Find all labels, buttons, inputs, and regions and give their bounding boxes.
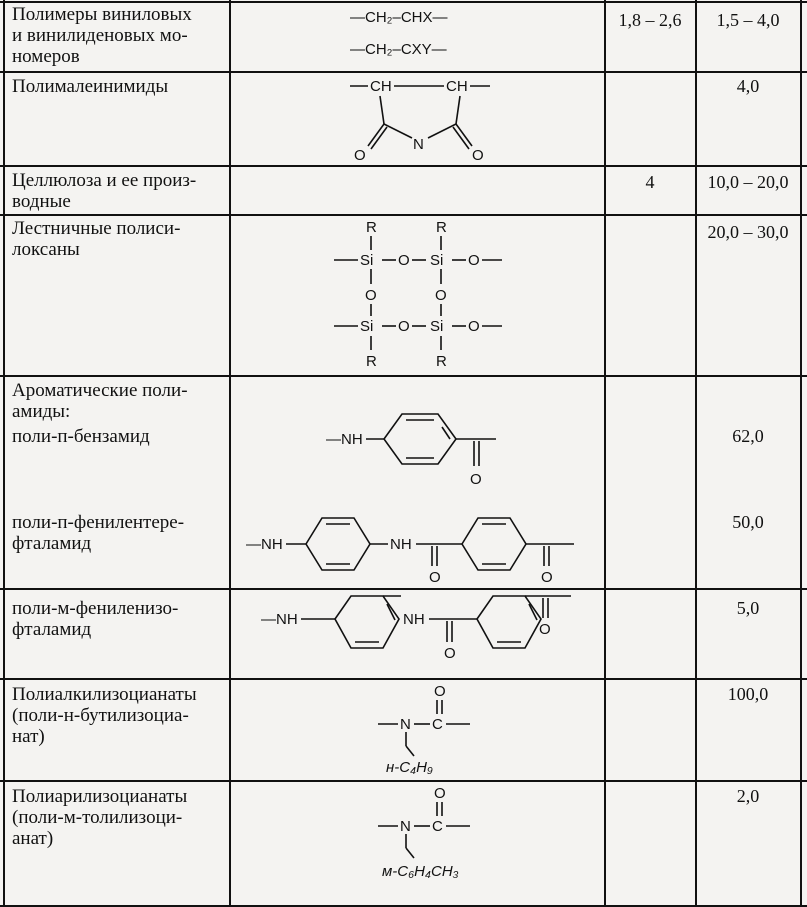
svg-text:—NH: —NH [326,431,363,448]
isophthalamide-structure: —NH NH O O [261,595,571,662]
table-row: Ароматические поли- амиды: [12,380,188,422]
column-divider-3 [695,0,697,907]
butyl-isocyanate-structure: O N C н-C₄H₉ [378,683,470,776]
svg-text:Si: Si [360,318,373,335]
svg-text:CH: CH [370,78,392,95]
table-row: Полиалкилизоцианаты (поли-н-бутилизоциа-… [12,684,197,747]
svg-text:—NH: —NH [261,611,298,628]
table-row: Лестничные полиси- локсаны [12,218,181,260]
svg-text:O: O [468,252,480,269]
value-range: 1,5 – 4,0 [716,10,780,30]
svg-text:O: O [354,147,366,164]
value-range: 1,8 – 2,6 [618,10,682,30]
value: 5,0 [736,598,760,618]
svg-text:O: O [398,252,410,269]
svg-text:C: C [432,818,443,835]
table-row: поли-м-фениленизо- фталамид [12,598,179,640]
svg-text:N: N [400,716,411,733]
svg-text:CH: CH [446,78,468,95]
row-divider [0,780,807,782]
svg-text:O: O [365,287,377,304]
value: 50,0 [732,512,764,532]
svg-text:н-C₄H₉: н-C₄H₉ [386,759,433,776]
svg-text:Si: Si [430,252,443,269]
svg-text:O: O [434,785,446,802]
table-row: Полимеры виниловых и винилиденовых мо- н… [12,4,192,67]
svg-text:—CH₂–CXY—: —CH₂–CXY— [350,41,447,58]
row-divider [0,678,807,680]
terephthalamide-structure: —NH NH O O [246,517,574,586]
svg-text:O: O [398,318,410,335]
svg-text:Si: Si [360,252,373,269]
siloxane-structure: R R Si O Si O O O Si O Si O R R [334,219,502,370]
value-range: 10,0 – 20,0 [707,172,789,192]
svg-text:—CH₂–CHX—: —CH₂–CHX— [350,9,448,26]
svg-text:R: R [436,219,447,236]
row-divider [0,905,807,907]
svg-text:N: N [400,818,411,835]
benzamide-structure: —NH O [326,413,496,488]
column-divider-2 [604,0,606,907]
value: 4 [645,172,655,192]
value: 2,0 [736,786,760,806]
svg-text:NH: NH [403,611,425,628]
tolyl-isocyanate-structure: O N C м-C₆H₄CH₃ [378,785,470,880]
table-row: Полималеинимиды [12,76,169,97]
value-range: 20,0 – 30,0 [707,222,789,242]
table-border-left [3,0,5,907]
row-divider [0,214,807,216]
maleimide-structure: CH CH N O O [350,78,490,164]
svg-text:O: O [472,147,484,164]
table-border-right [800,0,802,907]
column-divider-1 [229,0,231,907]
svg-text:O: O [539,621,551,638]
table-row: Полиарилизоцианаты (поли-м-толилизоци- а… [12,786,188,849]
row-divider [0,165,807,167]
table-row: поли-п-бензамид [12,426,150,447]
row-divider [0,1,807,3]
row-divider [0,71,807,73]
svg-text:O: O [444,645,456,662]
table-row: поли-п-фенилентере- фталамид [12,512,185,554]
svg-text:Si: Si [430,318,443,335]
value: 62,0 [732,426,764,446]
vinyl-structure: —CH₂–CHX— —CH₂–CXY— [350,9,448,58]
svg-text:R: R [436,353,447,370]
svg-text:м-C₆H₄CH₃: м-C₆H₄CH₃ [382,863,459,880]
svg-text:C: C [432,716,443,733]
svg-text:O: O [468,318,480,335]
value: 100,0 [727,684,769,704]
row-divider [0,588,807,590]
table-row: Целлюлоза и ее произ- водные [12,170,197,212]
value: 4,0 [736,76,760,96]
row-divider [0,375,807,377]
svg-text:O: O [429,569,441,586]
svg-text:O: O [470,471,482,488]
svg-text:NH: NH [390,536,412,553]
svg-text:—NH: —NH [246,536,283,553]
svg-text:O: O [435,287,447,304]
svg-text:R: R [366,219,377,236]
svg-text:N: N [413,136,424,153]
svg-text:O: O [434,683,446,700]
svg-text:R: R [366,353,377,370]
svg-text:O: O [541,569,553,586]
